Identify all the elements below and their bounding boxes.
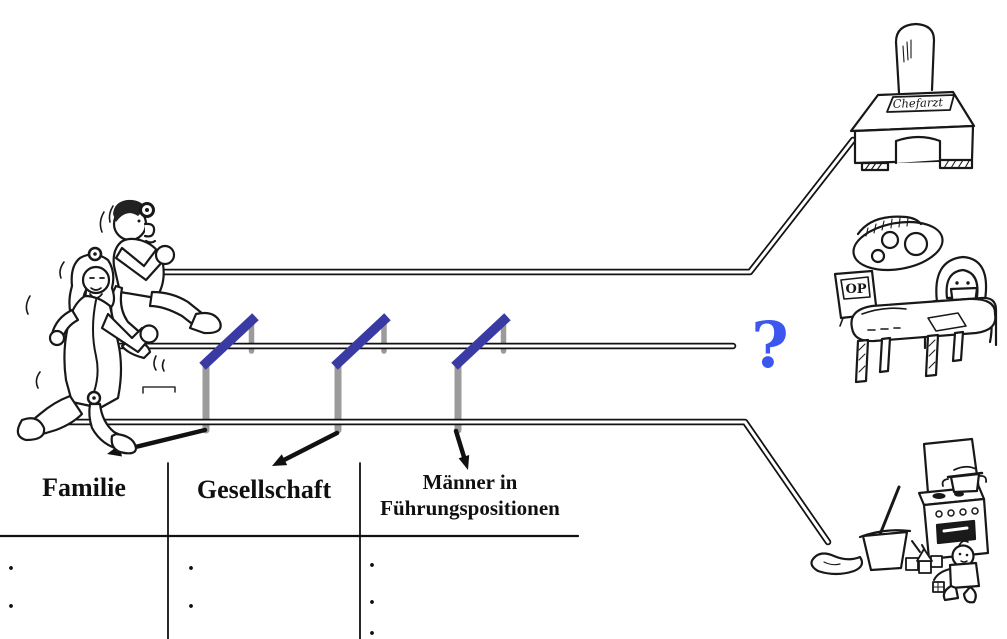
bucket [861,530,909,572]
toy-block [918,560,932,574]
oven-door [935,519,977,545]
op-lamp [852,220,944,272]
table-lines [0,462,580,639]
hurdle-1-bar [199,313,259,370]
op-sign-text: OP [845,282,866,297]
fist [139,324,159,344]
baby-body [948,561,981,590]
bullet-dot: . [188,550,194,576]
desk-kneehole [894,135,942,165]
track-marker [142,386,176,394]
fist [154,244,176,266]
chair-back [894,22,936,95]
table-leg [951,330,965,363]
front-shoe [188,311,222,335]
bullet-dot: . [8,550,14,576]
question-mark: ? [751,308,789,383]
baby-leg [942,584,960,602]
arrow-to-gesellschaft [272,430,340,466]
back-fist [48,329,66,347]
chefarzt-desk-scene: Chefarzt [849,22,976,172]
hair [113,199,146,222]
operating-room-scene: OP [833,215,998,384]
bullet-dot: . [369,615,375,639]
bullet-dot: . [369,547,375,573]
track-bottom-lane [43,418,832,546]
stethoscope-tube [92,299,99,393]
sheet [927,312,967,332]
hurdle-2-bar [331,313,391,370]
nameplate [886,94,955,113]
column-header-familie: Familie [42,473,126,502]
face [81,265,111,295]
nose [143,222,156,238]
baby-foot [962,585,977,604]
table-leg [878,336,892,374]
toy-roof [916,548,933,562]
bullet-dot: . [8,588,14,614]
front-shoe [16,417,46,442]
bullet-dot: . [188,588,194,614]
table-leg [924,333,940,378]
track-top-lane [151,136,857,276]
arrow-to-maenner [453,428,470,470]
back-shoe [110,432,138,455]
column-header-maenner-in-fuehrungspositionen: Männer in Führungspositionen [380,470,560,520]
chefarzt-sign-text: Chefarzt [892,95,943,111]
toy-block [905,557,919,571]
kitchen-scene [810,437,990,604]
female-doctor-runner [16,246,159,455]
hurdle-3-bar [451,313,511,370]
column-header-gesellschaft: Gesellschaft [196,475,332,504]
floor-rag [810,552,864,576]
hurdle-bars [199,313,511,370]
hurdle-legs [202,318,507,434]
bullet-dot: . [369,584,375,610]
